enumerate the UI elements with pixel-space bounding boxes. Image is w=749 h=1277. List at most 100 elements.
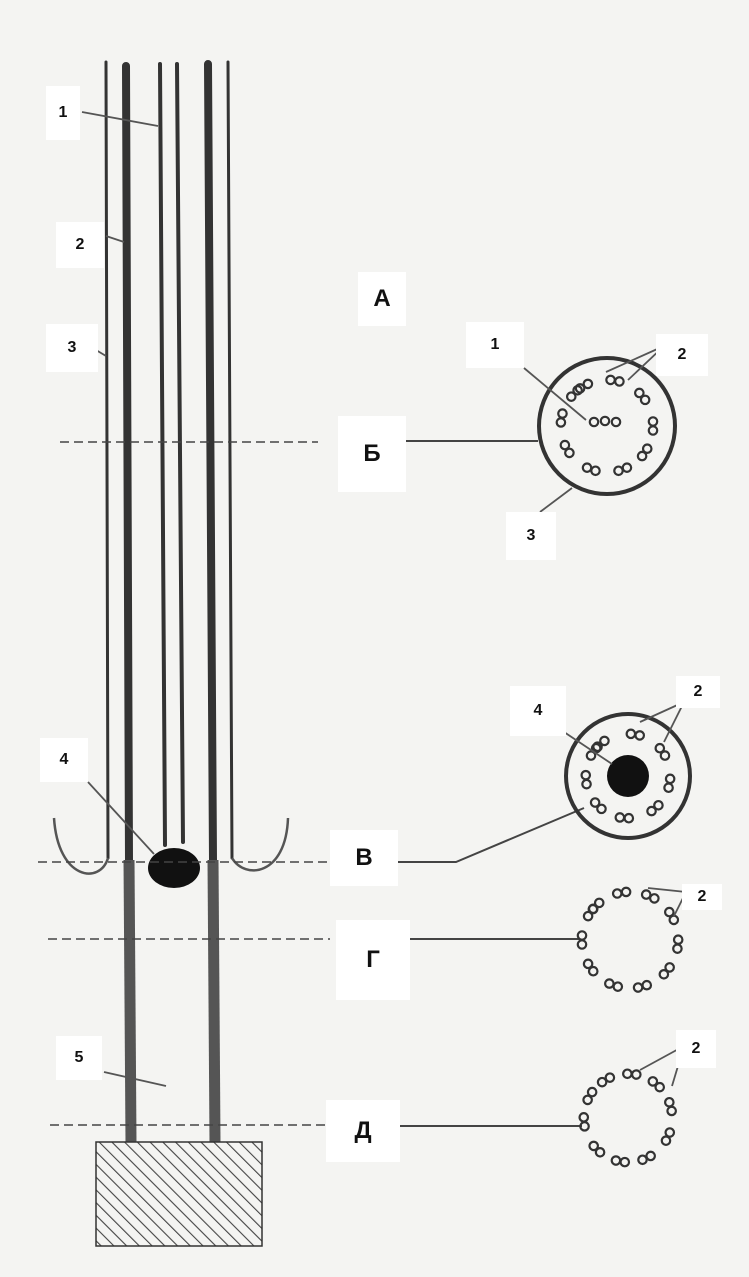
cs-v-bundle-6a bbox=[596, 803, 607, 815]
cs-b-bundle-4b bbox=[636, 450, 648, 462]
cs-v-leader-2b bbox=[663, 701, 685, 743]
cs-v-bundle-4a bbox=[653, 799, 664, 811]
bracts bbox=[52, 817, 290, 875]
cs-v-bundle-0a bbox=[592, 741, 603, 753]
cs-d-bundle-1b bbox=[631, 1069, 642, 1080]
label-2-cs-d: 2 bbox=[676, 1030, 716, 1068]
cs-b-bundle-5a bbox=[621, 462, 633, 473]
label-2-cs-b: 2 bbox=[656, 334, 708, 376]
cs-d-bundle-1a bbox=[622, 1068, 633, 1080]
cs-b-bundle-9a bbox=[565, 391, 577, 402]
cs-v-bundle-5a bbox=[623, 812, 635, 824]
cs-b-bundle-0b bbox=[582, 378, 594, 390]
leader-4 bbox=[87, 781, 155, 855]
tube-inner-2 bbox=[175, 62, 185, 844]
cs-b-bundle-7b bbox=[559, 439, 571, 451]
cross-section-b bbox=[523, 345, 677, 513]
tube-thick-left bbox=[122, 62, 133, 866]
cross-section-g bbox=[576, 886, 687, 993]
label-3-cs-b: 3 bbox=[506, 512, 556, 560]
section-lines bbox=[38, 441, 330, 1126]
cs-v-bundle-4b bbox=[646, 805, 657, 817]
cs-b-bundle-8a bbox=[555, 417, 567, 428]
cs-b-leader-3 bbox=[539, 487, 573, 513]
cs-d-bundle-5b bbox=[637, 1154, 648, 1166]
cross-section-d bbox=[578, 1045, 685, 1168]
longitudinal-tubes bbox=[104, 60, 234, 866]
cs-b-center-bundle-c bbox=[610, 416, 622, 428]
leader-5 bbox=[103, 1071, 167, 1087]
label-1-cs-b: 1 bbox=[466, 322, 524, 368]
cs-d-bundle-7b bbox=[588, 1140, 600, 1152]
label-level-v: В bbox=[330, 830, 398, 886]
connector-v bbox=[398, 807, 585, 863]
cs-g-bundle-6b bbox=[632, 982, 644, 993]
cs-d-bundle-7a bbox=[594, 1146, 606, 1158]
connector-lines bbox=[398, 440, 585, 1127]
cs-g-bundle-10b bbox=[587, 903, 599, 915]
cs-d-bundle-3a bbox=[664, 1096, 675, 1108]
cs-g-bundle-4b bbox=[672, 943, 683, 954]
cs-d-bundle-6a bbox=[619, 1156, 631, 1168]
cross-section-v bbox=[563, 701, 692, 840]
cs-g-bundle-5b bbox=[658, 969, 670, 980]
cs-g-leader-2a bbox=[647, 887, 687, 893]
cs-g-bundle-3b bbox=[668, 914, 680, 926]
cs-b-bundle-6a bbox=[590, 465, 601, 477]
cs-b-bundle-6b bbox=[581, 462, 593, 473]
cs-b-bundle-1b bbox=[614, 376, 625, 387]
cs-g-bundle-2a bbox=[640, 889, 652, 900]
cs-v-bundle-1b bbox=[634, 730, 646, 741]
cs-v-core bbox=[607, 755, 649, 797]
cs-d-bundle-4b bbox=[660, 1135, 672, 1146]
cs-b-bundle-1a bbox=[605, 374, 616, 386]
label-5-left: 5 bbox=[56, 1036, 102, 1080]
cs-d-bundle-2b bbox=[654, 1081, 666, 1093]
cs-v-bundle-7a bbox=[581, 778, 592, 790]
cs-b-center-bundle-a bbox=[588, 416, 600, 428]
cs-v-bundle-6b bbox=[589, 797, 601, 808]
cs-d-bundle-9a bbox=[582, 1094, 593, 1106]
cs-b-center-bundle-b bbox=[599, 415, 611, 427]
tube-inner-1 bbox=[158, 62, 167, 847]
label-3-left: 3 bbox=[46, 324, 98, 372]
cs-g-bundle-8b bbox=[582, 958, 594, 970]
hatched-base bbox=[95, 1141, 263, 1247]
label-level-a: А bbox=[358, 272, 406, 326]
cs-d-bundle-0a bbox=[596, 1076, 608, 1088]
label-level-b: Б bbox=[338, 416, 406, 492]
cs-v-bundle-5b bbox=[614, 812, 626, 823]
cs-v-leader-4 bbox=[563, 731, 613, 765]
tube-thick-right bbox=[204, 60, 217, 864]
cs-g-bundle-7b bbox=[604, 978, 615, 989]
cs-b-bundle-3b bbox=[647, 425, 659, 436]
leader-1 bbox=[81, 111, 159, 127]
cs-d-bundle-9b bbox=[586, 1086, 598, 1098]
tube-outer-left bbox=[104, 60, 110, 860]
cs-b-bundle-2a bbox=[634, 387, 645, 399]
cs-g-bundle-1b bbox=[620, 886, 632, 898]
cs-g-bundle-9b bbox=[576, 930, 588, 941]
cs-g-bundle-1a bbox=[611, 888, 623, 899]
cs-d-bundle-3b bbox=[666, 1105, 677, 1117]
cs-v-bundle-2a bbox=[654, 742, 666, 754]
cs-g-bundle-0b bbox=[593, 897, 605, 909]
cs-g-bundle-6a bbox=[641, 979, 653, 991]
cs-g-bundle-3a bbox=[664, 906, 675, 918]
cs-g-bundle-8a bbox=[587, 965, 599, 977]
bract-left bbox=[52, 817, 110, 875]
cs-g-bundle-5a bbox=[664, 962, 675, 973]
cs-v-bundle-8a bbox=[585, 750, 597, 761]
stem-left bbox=[123, 859, 137, 1143]
label-2-cs-v: 2 bbox=[676, 676, 720, 708]
cs-d-bundle-0b bbox=[604, 1072, 616, 1083]
cs-d-bundle-4a bbox=[664, 1127, 676, 1138]
cs-v-bundle-3a bbox=[664, 773, 676, 785]
cs-g-bundle-4a bbox=[672, 934, 684, 946]
cs-b-bundle-5b bbox=[613, 465, 624, 477]
stem-right bbox=[207, 859, 221, 1143]
cs-v-outline bbox=[564, 712, 692, 840]
cs-g-bundle-9a bbox=[576, 939, 588, 950]
leader-lines bbox=[81, 111, 167, 1087]
